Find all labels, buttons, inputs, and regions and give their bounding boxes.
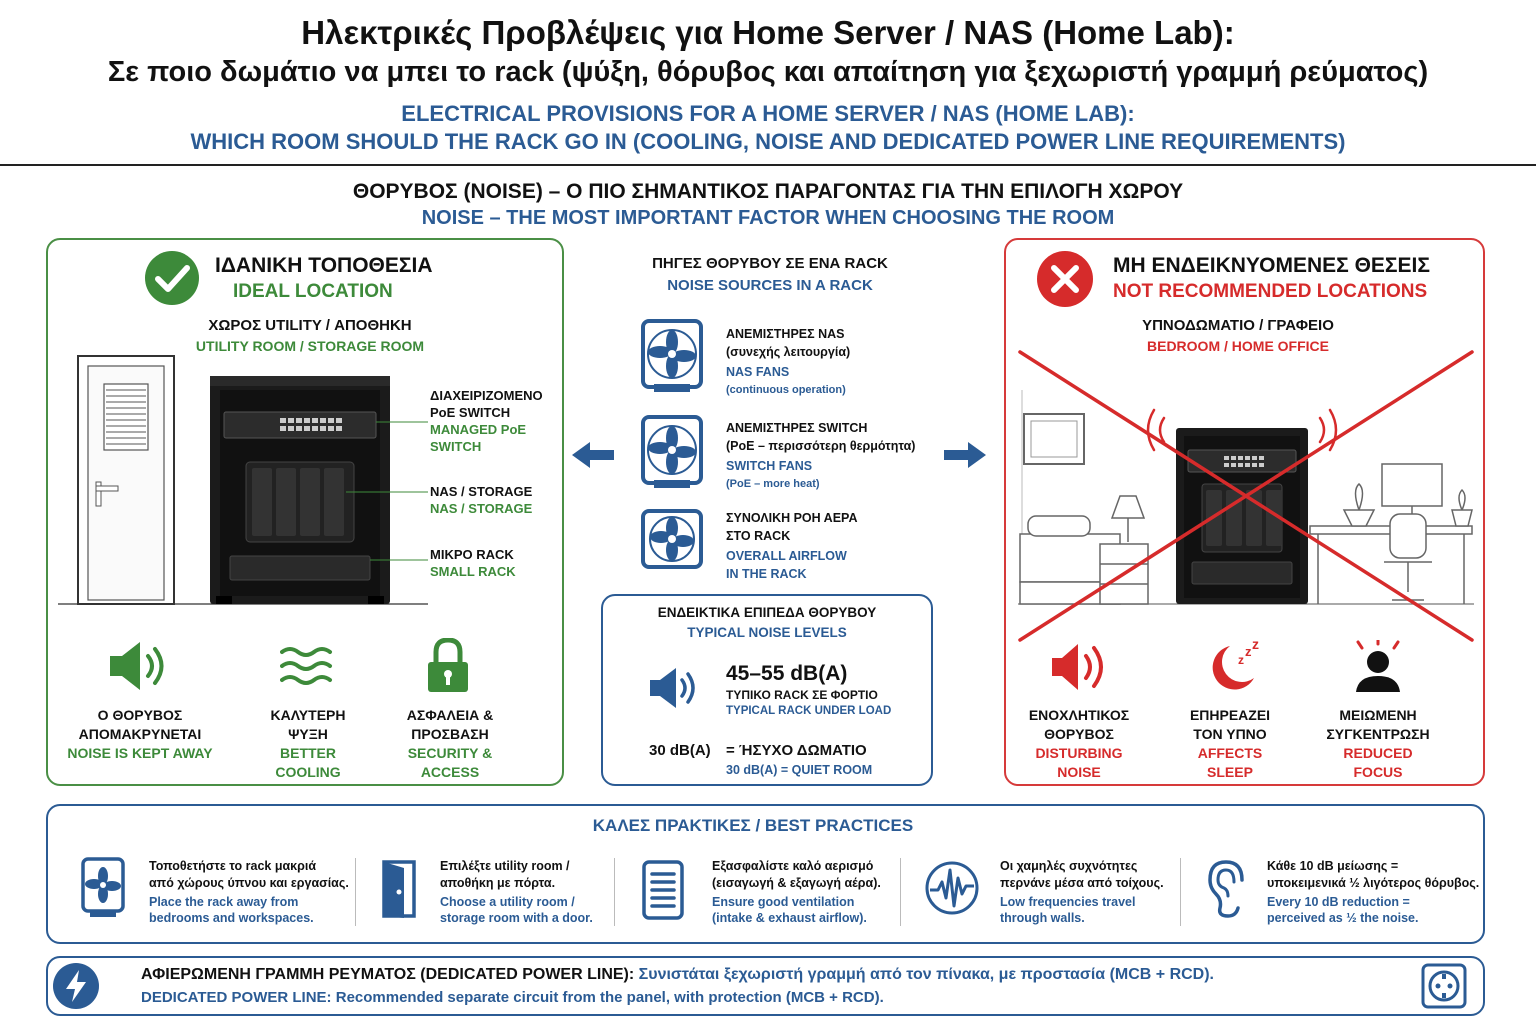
switch-fan-icon [641, 415, 703, 488]
svg-text:z: z [1238, 653, 1244, 667]
sources-title-en: NOISE SOURCES IN A RACK [667, 277, 873, 294]
waveform-icon [925, 861, 979, 915]
loud-value: 45–55 dB(A) [726, 662, 848, 685]
best-practice-2: Επιλέξτε utility room / αποθήκη με πόρτα… [440, 859, 593, 925]
levels-title-en: TYPICAL NOISE LEVELS [687, 625, 847, 640]
best-practice-5: Κάθε 10 dB μείωσης = υποκειμενικά ½ λιγό… [1267, 859, 1480, 925]
door-illustration [77, 355, 175, 605]
divider [355, 858, 356, 926]
best-practice-3: Εξασφαλίστε καλό αερισμό (εισαγωγή & εξα… [712, 859, 881, 925]
vent-icon [642, 860, 684, 920]
benefit-cooling: ΚΑΛΥΤΕΡΗ ΨΥΞΗ BETTER COOLING [270, 707, 346, 780]
lamp [1099, 495, 1149, 605]
section-title: ΘΟΡΥΒΟΣ (NOISE) – Ο ΠΙΟ ΣΗΜΑΝΤΙΚΟΣ ΠΑΡΑΓ… [352, 180, 1184, 203]
door-icon [382, 860, 416, 918]
best-practices-panel [46, 804, 1485, 944]
ear-icon [1208, 860, 1244, 918]
header-divider [0, 164, 1536, 166]
bad-title-en: NOT RECOMMENDED LOCATIONS [1113, 281, 1428, 302]
sources-title: ΠΗΓΕΣ ΘΟΡΥΒΟΥ ΣΕ ΕΝΑ RACK [652, 255, 888, 272]
source-switch: ΑΝΕΜΙΣΤΗΡΕΣ SWITCH (PoE – περισσότερη θε… [726, 421, 916, 490]
effect-noise: ΕΝΟΧΛΗΤΙΚΟΣ ΘΟΡΥΒΟΣ DISTURBING NOISE [1028, 707, 1130, 780]
bedroom-office-illustration [1018, 350, 1474, 642]
noise-levels-panel [601, 594, 933, 786]
svg-text:z: z [1252, 640, 1259, 652]
not-recommended-panel [1004, 238, 1485, 786]
best-practice-1: Τοποθετήστε το rack μακριά από χώρους ύπ… [149, 859, 349, 925]
section-title-en: NOISE – THE MOST IMPORTANT FACTOR WHEN C… [421, 207, 1115, 229]
benefit-security: ΑΣΦΑΛΕΙΑ & ΠΡΟΣΒΑΣΗ SECURITY & ACCESS [406, 707, 494, 780]
source-airflow: ΣΥΝΟΛΙΚΗ ΡΟΗ ΑΕΡΑ ΣΤΟ RACK OVERALL AIRFL… [726, 511, 858, 581]
callout-nas: NAS / STORAGE NAS / STORAGE [430, 484, 533, 516]
ideal-title: ΙΔΑΝΙΚΗ ΤΟΠΟΘΕΣΙΑ [215, 254, 433, 277]
utility-room-illustration [58, 355, 428, 605]
loud-desc: ΤΥΠΙΚΟ RACK ΣΕ ΦΟΡΤΙΟ [726, 688, 878, 702]
quiet-desc: = ΉΣΥΧΟ ΔΩΜΑΤΙΟ [726, 742, 867, 759]
speaker-icon [110, 642, 164, 690]
page-subtitle-en: WHICH ROOM SHOULD THE RACK GO IN (COOLIN… [190, 129, 1346, 154]
effect-sleep: ΕΠΗΡΕΑΖΕΙ ΤΟΝ ΥΠΝΟ AFFECTS SLEEP [1189, 707, 1271, 780]
divider [900, 858, 901, 926]
ideal-title-en: IDEAL LOCATION [233, 281, 393, 302]
callout-small-rack: ΜΙΚΡΟ RACK SMALL RACK [430, 547, 516, 579]
moon-sleep-icon: z z z [1212, 640, 1259, 690]
power-line-gr: ΑΦΙΕΡΩΜΕΝΗ ΓΡΑΜΜΗ ΡΕΥΜΑΤΟΣ (DEDICATED PO… [141, 966, 1214, 983]
source-nas: ΑΝΕΜΙΣΤΗΡΕΣ NAS (συνεχής λειτουργία) NAS… [726, 327, 851, 396]
padlock-icon [428, 638, 468, 692]
effect-focus: ΜΕΙΩΜΕΝΗ ΣΥΓΚΕΝΤΡΩΣΗ REDUCED FOCUS [1326, 707, 1430, 780]
best-practices-title: ΚΑΛΕΣ ΠΡΑΚΤΙΚΕΣ / BEST PRACTICES [592, 816, 914, 835]
bad-title: ΜΗ ΕΝΔΕΙΚΝΥΟΜΕΝΕΣ ΘΕΣΕΙΣ [1113, 254, 1430, 277]
picture-frame [1023, 413, 1085, 465]
benefit-noise: Ο ΘΟΡΥΒΟΣ ΑΠΟΜΑΚΡΥΝΕΤΑΙ NOISE IS KEPT AW… [67, 707, 213, 761]
ideal-room: ΧΩΡΟΣ UTILITY / ΑΠΟΘΗΚΗ [208, 317, 412, 334]
volume-icon [650, 668, 695, 708]
quiet-value: 30 dB(A) [649, 742, 711, 759]
checkmark-icon [145, 251, 199, 305]
airflow-waves-icon [280, 647, 332, 685]
divider [1180, 858, 1181, 926]
callout-switch: ΔΙΑΧΕΙΡΙΖΟΜΕΝΟ PoE SWITCH MANAGED PoE SW… [430, 388, 543, 454]
arrow-right-icon [944, 442, 986, 468]
loud-speaker-icon [1052, 644, 1103, 690]
distracted-person-icon [1356, 640, 1400, 692]
rack-illustration [210, 376, 390, 604]
ideal-location-panel [46, 238, 564, 786]
nas-fan-icon [641, 319, 703, 392]
page-title-en: ELECTRICAL PROVISIONS FOR A HOME SERVER … [401, 101, 1135, 126]
lightning-bolt-icon [53, 963, 99, 1009]
bad-room: ΥΠΝΟΔΩΜΑΤΙΟ / ΓΡΑΦΕΙΟ [1142, 317, 1334, 334]
dedicated-power-line-panel [46, 956, 1485, 1016]
cross-icon [1037, 251, 1093, 307]
levels-title: ΕΝΔΕΙΚΤΙΚΑ ΕΠΙΠΕΔΑ ΘΟΡΥΒΟΥ [657, 605, 877, 620]
quiet-desc-en: 30 dB(A) = QUIET ROOM [726, 763, 873, 777]
ideal-room-en: UTILITY ROOM / STORAGE ROOM [195, 338, 425, 354]
rack-airflow-fan-icon [641, 509, 703, 569]
page-subtitle: Σε ποιο δωμάτιο να μπει το rack (ψύξη, θ… [107, 56, 1429, 88]
svg-text:z: z [1245, 644, 1252, 659]
loud-desc-en: TYPICAL RACK UNDER LOAD [726, 705, 892, 717]
desk [1309, 463, 1473, 604]
best-practice-4: Οι χαμηλές συχνότητες περνάνε μέσα από τ… [1000, 859, 1164, 925]
noisy-rack [1176, 428, 1308, 604]
bad-room-en: BEDROOM / HOME OFFICE [1147, 338, 1329, 354]
fan-box-icon [81, 857, 125, 917]
bed [1019, 515, 1121, 605]
page-title: Ηλεκτρικές Προβλέψεις για Home Server / … [301, 14, 1235, 51]
arrow-left-icon [572, 442, 614, 468]
power-line-en: DEDICATED POWER LINE: Recommended separa… [141, 989, 884, 1006]
power-socket-icon [1421, 963, 1467, 1009]
divider [614, 858, 615, 926]
